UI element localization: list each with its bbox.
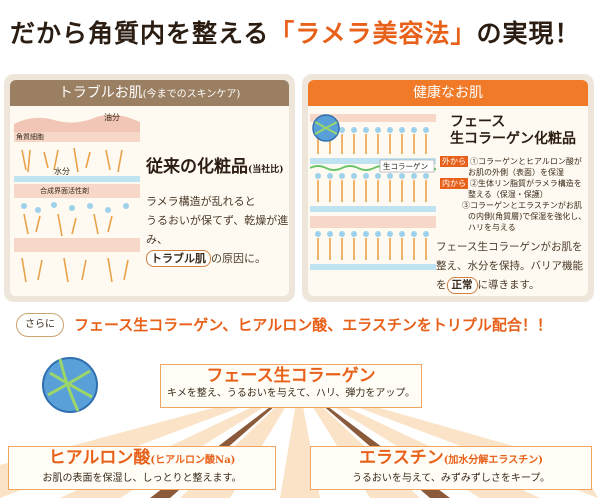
face-collagen-title-line1: フェース [450,114,506,130]
face-collagen-description: フェース生コラーゲンがお肌を 整え、水分を保持。バリア機能 を正常に導きます。 [436,238,588,295]
triple-formula-heading: フェース生コラーゲン、ヒアルロン酸、エラスチンをトリプル配合！！ [74,316,552,334]
conventional-description-line3-suffix: の原因に。 [211,252,266,265]
face-collagen-title-line2: 生コラーゲン化粧品 [450,131,576,147]
conventional-cosmetics-title: 従来の化粧品(当社比) [146,152,284,177]
face-description-line1: フェース生コラーゲンがお肌を [436,241,583,253]
outer-tag: 外から [440,156,468,167]
headline-prefix: だから角質内を整える [10,19,270,48]
benefit-point3: ③コラーゲンとエラスチンがお肌 [462,201,582,210]
collagen-card-title: フェース生コラーゲン [206,366,376,386]
benefit-point2: ②生体リン脂質がラメラ構造を [470,179,582,188]
healthy-lamellar-diagram: 生コラーゲン [310,114,436,270]
hyaluronic-card-title-text: ヒアルロン酸 [48,448,151,468]
face-collagen-title: フェース 生コラーゲン化粧品 [450,114,576,148]
face-description-line2: 整え、水分を保持。バリア機能 [436,260,583,272]
hyaluronic-card-title: ヒアルロン酸(ヒアルロン酸Na) [9,447,275,472]
elastin-card-title: エラスチン(加水分解エラスチン) [311,447,591,472]
trouble-skin-pill: トラブル肌 [146,250,211,267]
hyaluronic-card-note: (ヒアルロン酸Na) [150,455,236,466]
benefit-point3c: ハリを与える [468,223,516,232]
conventional-cosmetics-title-note: (当社比) [248,165,284,175]
keratin-cells-label: 角質細胞 [16,132,44,141]
oil-label: 油分 [104,112,120,122]
disordered-lamellar-diagram: 油分 角質細胞 水分 合成界面活性剤 [14,112,140,283]
healthy-skin-header: 健康なお肌 [308,80,588,106]
trouble-skin-header-title: トラブルお肌 [58,85,143,101]
trouble-skin-header-note: (今までのスキンケア) [142,89,241,100]
benefit-point1b: お肌の外側（表面）を保湿 [468,168,564,177]
conventional-description-line2: うるおいが保てず、乾燥が進み、 [146,214,289,246]
conventional-description-line3: トラブル肌の原因に。 [146,249,292,268]
conventional-cosmetics-description: ラメラ構造が乱れると うるおいが保てず、乾燥が進み、 トラブル肌の原因に。 [146,192,292,268]
conventional-cosmetics-title-text: 従来の化粧品 [146,157,248,177]
face-description-line3-prefix: を [436,279,447,291]
elastin-card-title-text: エラスチン [359,448,444,468]
face-description-line3-suffix: に導きます。 [477,279,540,291]
furthermore-badge: さらに [16,313,64,337]
benefit-point3b: の内側(角質層)で保湿を強化し、 [468,212,587,221]
collagen-card-text: キメを整え、うるおいを与えて、ハリ、弾力をアップ。 [166,388,416,399]
page-headline: だから角質内を整える「ラメラ美容法」の実現！ [10,14,590,54]
benefit-point1: ①コラーゲンとヒアルロン酸が [470,157,582,166]
face-description-line3: を正常に導きます。 [436,276,588,295]
elastin-card-note: (加水分解エラスチン) [443,455,543,466]
collagen-card: フェース生コラーゲン キメを整え、うるおいを与えて、ハリ、弾力をアップ。 [160,364,422,408]
trouble-skin-body: 油分 角質細胞 水分 合成界面活性剤 従来の化粧品(当社比) ラメラ構造が乱れる… [10,106,289,296]
trouble-skin-panel: トラブルお肌(今までのスキンケア) [4,74,295,302]
headline-accent: 「ラメラ美容法」 [269,19,477,48]
healthy-skin-panel: 健康なお肌 [302,74,594,302]
hyaluronic-card-text: お肌の表面を保湿し、しっとりと整えます。 [42,473,242,484]
raw-collagen-label: 生コラーゲン [383,161,428,171]
inner-tag: 内から [440,178,468,189]
elastin-card: エラスチン(加水分解エラスチン) うるおいを与えて、みずみずしさをキープ。 [310,446,592,490]
conventional-description-line1: ラメラ構造が乱れると [146,195,256,208]
surfactant-label: 合成界面活性剤 [40,186,89,195]
normal-pill: 正常 [446,277,478,294]
benefit-point2b: 整える（保湿・保護） [468,190,548,199]
elastin-card-text: うるおいを与えて、みずみずしさをキープ。 [351,473,551,484]
trouble-skin-header: トラブルお肌(今までのスキンケア) [10,80,289,106]
headline-suffix: の実現！ [476,19,581,48]
water-label: 水分 [54,166,70,176]
hyaluronic-card: ヒアルロン酸(ヒアルロン酸Na) お肌の表面を保湿し、しっとりと整えます。 [8,446,276,490]
